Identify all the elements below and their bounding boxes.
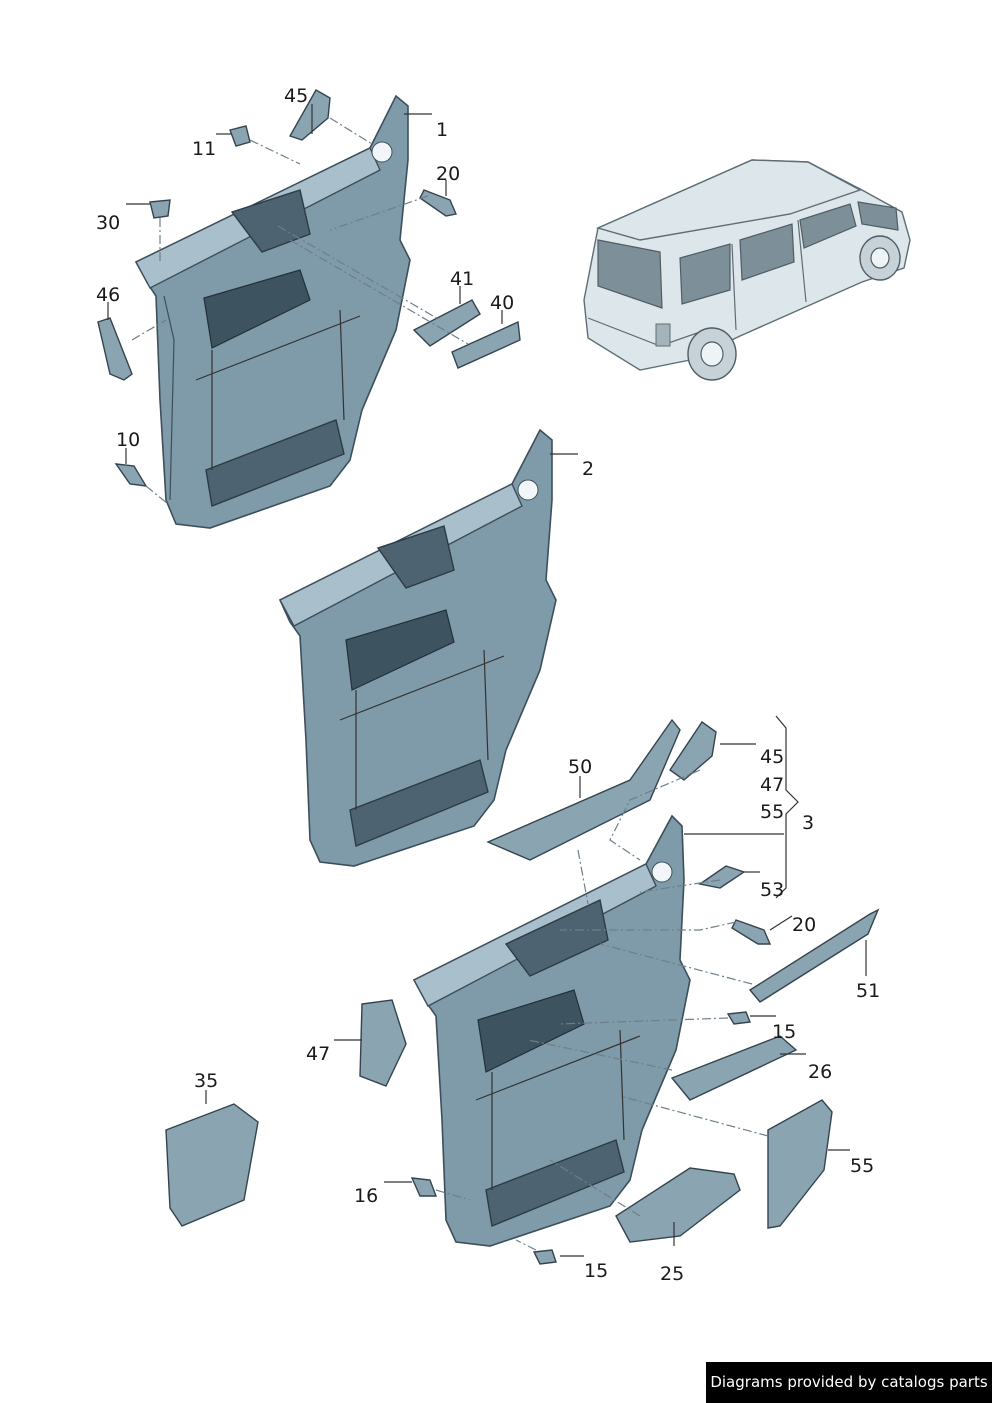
assembly-lines: [131, 117, 769, 1251]
door-panel-3: [412, 814, 691, 1247]
callout-15-lower: 15: [584, 1260, 608, 1282]
leader-lines: [107, 104, 867, 1257]
part-26: [670, 1035, 798, 1101]
callout-3: 3: [802, 812, 814, 834]
callout-11: 11: [192, 138, 216, 160]
callout-30: 30: [96, 212, 120, 234]
part-30: [149, 199, 171, 219]
callout-10: 10: [116, 429, 140, 451]
part-51: [748, 908, 880, 1003]
vehicle-illustration: [583, 159, 911, 381]
callout-26: 26: [808, 1061, 832, 1083]
part-25: [615, 1167, 741, 1243]
part-47-bottom: [359, 999, 407, 1087]
credit-banner: Diagrams provided by catalogs parts: [706, 1362, 992, 1403]
part-40: [451, 320, 521, 369]
callout-46: 46: [96, 284, 120, 306]
callout-1: 1: [436, 119, 448, 141]
part-50: [486, 718, 681, 861]
part-11: [229, 125, 251, 147]
callout-20-top: 20: [436, 163, 460, 185]
part-53: [698, 865, 746, 889]
callout-53: 53: [760, 879, 784, 901]
door-panel-2: [278, 428, 557, 867]
callout-47-part: 47: [306, 1043, 330, 1065]
callout-35: 35: [194, 1070, 218, 1092]
callout-2: 2: [582, 458, 594, 480]
part-46: [97, 317, 133, 381]
part-41: [412, 299, 481, 347]
callout-labels: 1 2 3 10 11 15 15 16 20 20 25 26 30 35 4…: [96, 85, 880, 1285]
part-10: [114, 463, 148, 487]
part-15-lower: [532, 1249, 557, 1265]
callout-15-upper: 15: [772, 1021, 796, 1043]
callout-55-bracket: 55: [760, 801, 784, 823]
callout-16: 16: [354, 1185, 378, 1207]
callout-47-bracket: 47: [760, 774, 784, 796]
part-45-top: [288, 89, 331, 141]
callout-45-top: 45: [284, 85, 308, 107]
callout-55-part: 55: [850, 1155, 874, 1177]
callout-45-bottom: 45: [760, 746, 784, 768]
part-20-bottom: [731, 919, 772, 945]
part-55-grille: [767, 1099, 833, 1229]
door-panel-1: [134, 94, 411, 529]
part-15-upper: [726, 1011, 751, 1025]
callout-51: 51: [856, 980, 880, 1002]
part-35: [165, 1103, 259, 1227]
callout-50: 50: [568, 756, 592, 778]
callout-40: 40: [490, 292, 514, 314]
callout-41: 41: [450, 268, 474, 290]
callout-20-bottom: 20: [792, 914, 816, 936]
callout-25: 25: [660, 1263, 684, 1285]
part-16: [410, 1177, 438, 1197]
part-20-top: [419, 189, 457, 217]
